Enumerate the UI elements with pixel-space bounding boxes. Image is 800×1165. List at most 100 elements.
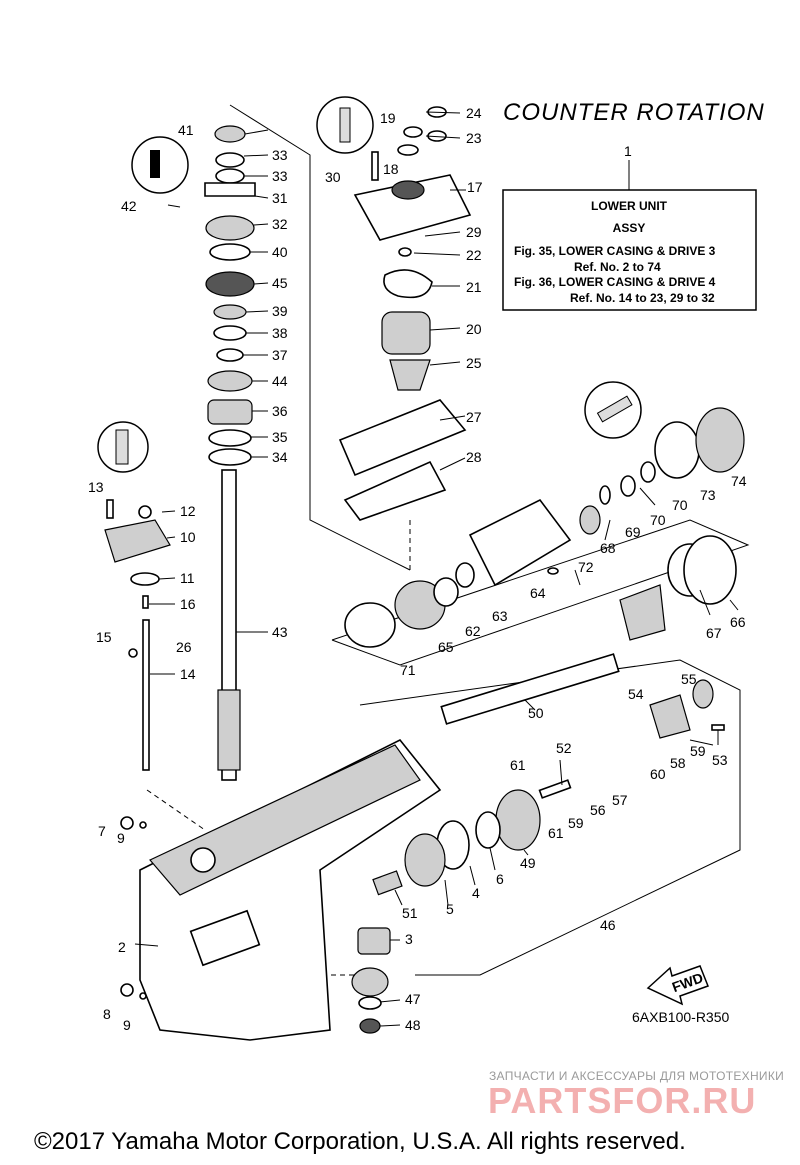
callout-54: 54	[628, 686, 644, 702]
callout-65: 65	[438, 639, 454, 655]
callout-34: 34	[272, 449, 288, 465]
callout-68: 68	[600, 540, 616, 556]
part-10	[104, 519, 171, 563]
callout-43: 43	[272, 624, 288, 640]
callout-45: 45	[272, 275, 288, 291]
ref-line-5: Fig. 36, LOWER CASING & DRIVE 4	[514, 275, 716, 289]
callout-leaders	[134, 111, 739, 1027]
part-25	[389, 359, 431, 391]
callout-49: 49	[520, 855, 536, 871]
callout-70a: 70	[672, 497, 688, 513]
callout-73: 73	[700, 487, 716, 503]
callout-1: 1	[624, 143, 632, 159]
callout-37: 37	[272, 347, 288, 363]
callout-69: 69	[625, 524, 641, 540]
part-50	[440, 653, 620, 725]
callout-12: 12	[180, 503, 196, 519]
callout-25: 25	[466, 355, 482, 371]
callout-32: 32	[272, 216, 288, 232]
ref-line-1: LOWER UNIT	[591, 199, 668, 213]
part-32	[205, 215, 255, 241]
callout-16: 16	[180, 596, 196, 612]
callout-23: 23	[466, 130, 482, 146]
part-36	[207, 399, 253, 425]
callout-72: 72	[578, 559, 594, 575]
callout-56: 56	[590, 802, 606, 818]
reference-box: 1 LOWER UNIT ASSY Fig. 35, LOWER CASING …	[502, 143, 757, 311]
callout-15: 15	[96, 629, 112, 645]
part-66	[683, 535, 737, 605]
callout-39: 39	[272, 303, 288, 319]
callout-46: 46	[600, 917, 616, 933]
part-21	[383, 269, 433, 299]
part-31	[204, 182, 256, 197]
callout-42: 42	[121, 198, 137, 214]
part-74	[695, 407, 745, 473]
callout-4: 4	[472, 885, 480, 901]
callout-51: 51	[402, 905, 418, 921]
callout-9b: 9	[123, 1017, 131, 1033]
callout-67: 67	[706, 625, 722, 641]
part-45	[205, 271, 255, 297]
ref-line-2: ASSY	[613, 221, 646, 235]
callout-2: 2	[118, 939, 126, 955]
part-20	[381, 311, 431, 355]
part-41	[214, 125, 246, 143]
callout-22: 22	[466, 247, 482, 263]
callout-60: 60	[650, 766, 666, 782]
part-64	[468, 498, 572, 587]
callout-10: 10	[180, 529, 196, 545]
lower-casing	[120, 738, 442, 1041]
callout-26: 26	[176, 639, 192, 655]
water-pump-group	[338, 106, 472, 521]
callout-53: 53	[712, 752, 728, 768]
shaft-splines	[217, 689, 241, 771]
callout-35: 35	[272, 429, 288, 445]
callout-48: 48	[405, 1017, 421, 1033]
diagram-title: COUNTER ROTATION	[503, 99, 765, 126]
callout-55: 55	[681, 671, 697, 687]
callout-44: 44	[272, 373, 288, 389]
part-73	[654, 421, 700, 479]
part-55	[692, 679, 714, 709]
part-pinion	[351, 967, 389, 997]
part-3	[357, 927, 391, 955]
callout-28: 28	[466, 449, 482, 465]
watermark-tagline: ЗАПЧАСТИ И АКСЕССУАРЫ ДЛЯ МОТОТЕХНИКИ	[489, 1069, 785, 1083]
callout-33b: 33	[272, 168, 288, 184]
callout-41: 41	[178, 122, 194, 138]
callout-74: 74	[731, 473, 747, 489]
callout-27: 27	[466, 409, 482, 425]
part-40	[209, 243, 251, 261]
watermark-brand: PARTSFOR.RU	[488, 1080, 757, 1121]
callout-64: 64	[530, 585, 546, 601]
ref-line-3: Fig. 35, LOWER CASING & DRIVE 3	[514, 244, 716, 258]
callout-61a: 61	[510, 757, 526, 773]
callout-6: 6	[496, 871, 504, 887]
callout-7: 7	[98, 823, 106, 839]
callout-36: 36	[272, 403, 288, 419]
callout-71: 71	[400, 662, 416, 678]
ref-line-6: Ref. No. 14 to 23, 29 to 32	[570, 291, 715, 305]
copyright-notice: ©2017 Yamaha Motor Corporation, U.S.A. A…	[34, 1128, 686, 1155]
diagram-code: 6AXB100-R350	[632, 1009, 730, 1025]
part-50-gear	[619, 584, 666, 641]
callout-63: 63	[492, 608, 508, 624]
callout-20: 20	[466, 321, 482, 337]
part-14	[142, 619, 150, 771]
driveshaft-stack	[204, 125, 256, 781]
part-71	[344, 602, 396, 648]
part-27	[338, 399, 467, 477]
callout-62: 62	[465, 623, 481, 639]
part-44	[207, 370, 253, 392]
part-49	[495, 789, 541, 851]
callout-17: 17	[467, 179, 483, 195]
callout-59a: 59	[690, 743, 706, 759]
part-28	[343, 460, 447, 521]
callout-24: 24	[466, 105, 482, 121]
callout-5: 5	[446, 901, 454, 917]
callout-47: 47	[405, 991, 421, 1007]
ref-line-4: Ref. No. 2 to 74	[574, 260, 661, 274]
callout-70b: 70	[650, 512, 666, 528]
